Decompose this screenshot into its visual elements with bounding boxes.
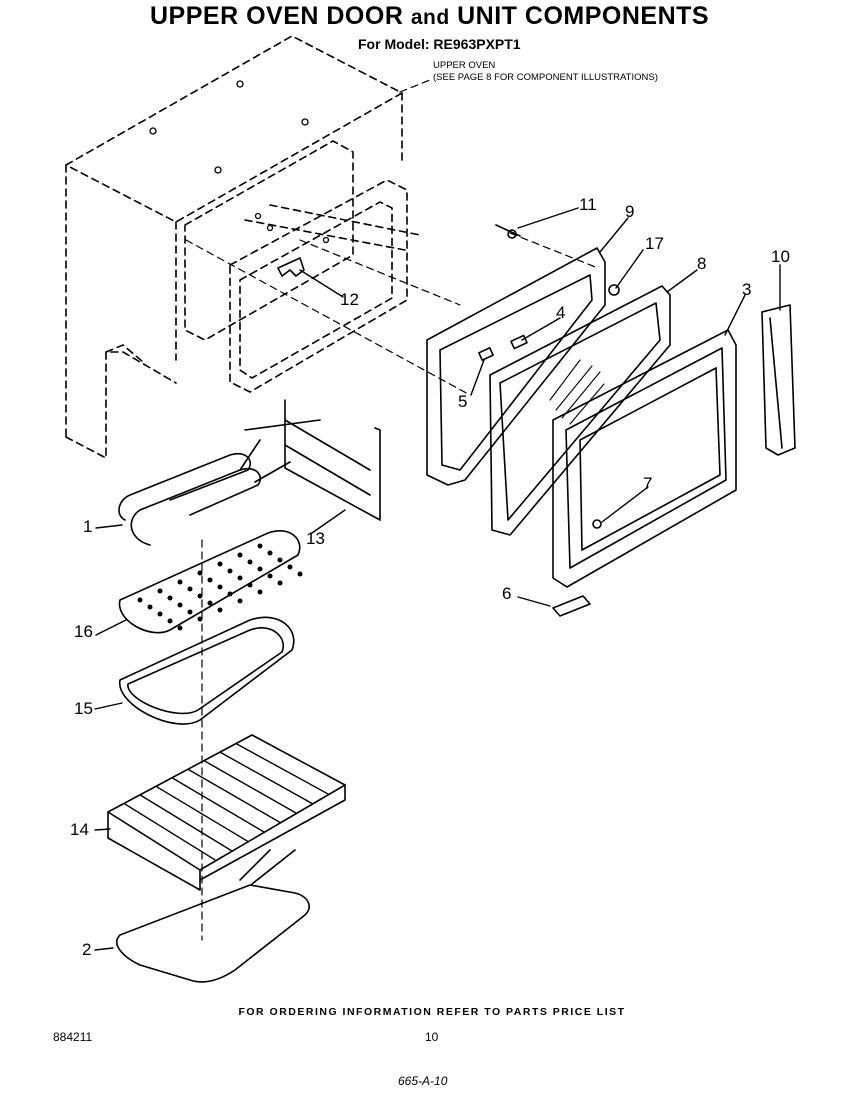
cabinet-screws <box>149 80 330 244</box>
callout-12: 12 <box>340 290 359 309</box>
upper-oven-cabinet <box>65 35 421 459</box>
rack-bar <box>139 794 233 852</box>
grid-hole <box>257 566 263 572</box>
callout-leaders <box>94 207 781 951</box>
grid-hole <box>137 597 143 603</box>
rack-bar <box>203 759 298 815</box>
callout-1: 1 <box>83 517 93 536</box>
grid-hole <box>187 586 193 592</box>
bake-element-part-2 <box>116 849 310 983</box>
callout-14: 14 <box>70 820 89 839</box>
grid-hole <box>277 557 283 563</box>
grid-hole <box>207 600 213 606</box>
rack-bar <box>219 751 314 805</box>
grid-hole <box>277 580 283 586</box>
grid-hole <box>207 577 213 583</box>
outer-door-frame-part-3 <box>552 329 737 588</box>
callout-5: 5 <box>458 392 468 411</box>
handwritten-code: 665-A-10 <box>398 1074 448 1088</box>
callout-4: 4 <box>556 303 566 322</box>
broiler-pan-part-15 <box>119 616 295 725</box>
grid-hole <box>237 575 243 581</box>
grid-hole <box>227 591 233 597</box>
callout-7: 7 <box>643 474 653 493</box>
callout-15: 15 <box>74 699 93 718</box>
grid-hole <box>247 582 253 588</box>
callout-10: 10 <box>771 247 790 266</box>
grid-hole <box>177 579 183 585</box>
grid-hole <box>167 595 173 601</box>
broiler-grid-holes <box>137 543 303 631</box>
broil-element-part-1 <box>118 439 291 546</box>
doc-code: 884211 <box>53 1030 93 1044</box>
trim-strip-part-10 <box>761 304 796 456</box>
grid-hole <box>157 588 163 594</box>
broiler-grid-part-16 <box>118 530 301 634</box>
grid-hole <box>257 589 263 595</box>
grid-hole <box>197 570 203 576</box>
oven-rack-part-14 <box>107 734 346 891</box>
callout-9: 9 <box>625 202 635 221</box>
grid-hole <box>217 584 223 590</box>
rack-bar <box>187 768 282 824</box>
grid-hole <box>147 604 153 610</box>
grid-hole <box>187 609 193 615</box>
callout-13: 13 <box>306 529 325 548</box>
glass-panel-part-8 <box>489 285 671 536</box>
hinge-plate-part-6 <box>552 595 591 617</box>
grid-hole <box>197 616 203 622</box>
callout-2: 2 <box>82 940 92 959</box>
grid-hole <box>287 564 293 570</box>
rack-bar <box>155 785 250 843</box>
grid-hole <box>267 573 273 579</box>
model-line: For Model: RE963PXPT1 <box>358 36 521 52</box>
grid-hole <box>267 550 273 556</box>
upper-oven-note-line2: (SEE PAGE 8 FOR COMPONENT ILLUSTRATIONS) <box>433 72 658 83</box>
rack-bar <box>123 802 217 862</box>
nut-part-17 <box>608 284 620 296</box>
callout-8: 8 <box>697 254 707 273</box>
ordering-note: FOR ORDERING INFORMATION REFER TO PARTS … <box>238 1006 626 1018</box>
grid-hole <box>167 618 173 624</box>
rack-bar <box>171 777 266 833</box>
screw-part-11 <box>495 224 521 239</box>
page-number: 10 <box>425 1030 439 1044</box>
grid-hole <box>237 552 243 558</box>
door-screw-part-7 <box>592 519 602 529</box>
callout-16: 16 <box>74 622 93 641</box>
grid-hole <box>217 607 223 613</box>
latch-hook-part-12 <box>277 257 305 277</box>
grid-hole <box>177 602 183 608</box>
rack-bar <box>235 742 330 796</box>
grid-hole <box>297 571 303 577</box>
inner-door-panel-part-9 <box>426 247 606 486</box>
grid-hole <box>217 561 223 567</box>
grid-hole <box>177 625 183 631</box>
grid-hole <box>257 543 263 549</box>
upper-oven-note: UPPER OVEN (SEE PAGE 8 FOR COMPONENT ILL… <box>433 60 658 84</box>
callout-6: 6 <box>502 584 512 603</box>
callout-11: 11 <box>579 195 597 214</box>
alignment-lines <box>185 79 599 941</box>
grid-hole <box>157 611 163 617</box>
grid-hole <box>227 568 233 574</box>
page-title: UPPER OVEN DOOR and UNIT COMPONENTS <box>150 2 710 30</box>
grid-hole <box>197 593 203 599</box>
element-bracket-part-13 <box>244 399 381 521</box>
callout-17: 17 <box>645 234 664 253</box>
upper-oven-note-line1: UPPER OVEN <box>433 60 496 71</box>
oven-rack-bars <box>123 742 330 862</box>
callout-3: 3 <box>742 280 752 299</box>
grid-hole <box>247 559 253 565</box>
grid-hole <box>237 598 243 604</box>
